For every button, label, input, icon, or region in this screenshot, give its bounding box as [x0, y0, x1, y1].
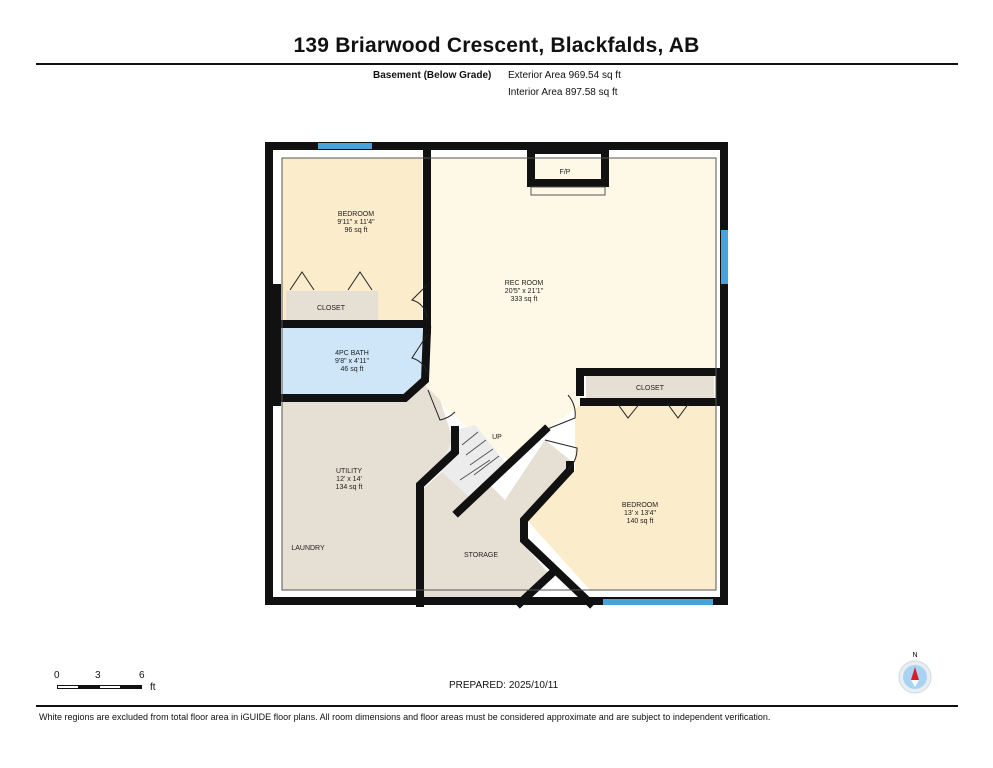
scale-unit: ft — [150, 682, 156, 693]
wall — [416, 426, 459, 607]
wall — [576, 368, 724, 406]
room-dims: 9'11" x 11'4" — [337, 219, 375, 226]
scale-tick: 6 — [139, 670, 145, 681]
room-name: REC ROOM — [505, 280, 544, 287]
fireplace-label: F/P — [560, 169, 571, 176]
interior-area: Interior Area 897.58 sq ft — [508, 87, 618, 98]
header-divider — [36, 63, 958, 65]
stair-arrow — [459, 459, 491, 481]
stair-tread — [469, 448, 494, 466]
page-title: 139 Briarwood Crescent, Blackfalds, AB — [293, 34, 700, 57]
compass-icon: N — [898, 650, 936, 696]
door-swing — [411, 334, 428, 373]
bifold-door — [616, 402, 641, 419]
room-dims: 12' x 14' — [336, 476, 362, 483]
compass-north-label: N — [912, 652, 917, 659]
bedroom-2 — [527, 405, 716, 590]
scale-tick: 3 — [95, 670, 101, 681]
laundry-label: LAUNDRY — [291, 545, 325, 552]
window — [603, 599, 713, 605]
stairs-label: UP — [492, 434, 502, 441]
scale-bar: 0 3 6 ft — [54, 670, 164, 694]
closet-left — [286, 291, 378, 321]
closet-right — [586, 374, 714, 402]
utility — [282, 385, 455, 590]
room-name: UTILITY — [336, 468, 362, 475]
fireplace-wall — [527, 146, 609, 187]
room-name: 4PC BATH — [335, 350, 369, 357]
bifold-door — [666, 402, 690, 419]
door-swing — [544, 394, 576, 431]
bath — [282, 327, 425, 396]
footer-divider — [36, 705, 958, 707]
stair-tread — [465, 439, 487, 456]
stair-tread — [473, 455, 500, 476]
interior-boundary — [281, 157, 717, 591]
closet-label: CLOSET — [636, 385, 665, 392]
scale-tick: 0 — [54, 670, 60, 681]
room-area: 134 sq ft — [336, 484, 363, 491]
hearth — [530, 186, 606, 196]
room-dims: 20'5" x 21'1" — [505, 288, 544, 295]
room-area: 96 sq ft — [345, 227, 368, 234]
bifold-door — [289, 271, 315, 291]
storage-label: STORAGE — [464, 552, 498, 559]
stair-tread — [461, 431, 479, 446]
wall — [452, 424, 551, 518]
room-area: 140 sq ft — [627, 518, 654, 525]
room-name: BEDROOM — [338, 211, 374, 218]
prepared-date: PREPARED: 2025/10/11 — [449, 680, 559, 691]
window — [721, 230, 728, 284]
wall — [514, 569, 556, 609]
room-area: 46 sq ft — [341, 366, 364, 373]
rec-room — [425, 158, 716, 462]
room-area: 333 sq ft — [511, 296, 538, 303]
closet-label: CLOSET — [317, 305, 346, 312]
room-dims: 13' x 13'4" — [624, 510, 657, 517]
room-name: BEDROOM — [622, 502, 658, 509]
wall — [278, 325, 432, 402]
exterior-area: Exterior Area 969.54 sq ft — [508, 70, 621, 81]
level-label: Basement (Below Grade) — [373, 70, 492, 81]
door-swing — [544, 439, 578, 471]
door-swing — [427, 389, 456, 421]
bifold-door — [347, 271, 373, 291]
room-dims: 9'8" x 4'11" — [335, 358, 369, 365]
window — [318, 143, 372, 149]
disclaimer: White regions are excluded from total fl… — [39, 712, 771, 722]
door-swing — [411, 284, 428, 319]
